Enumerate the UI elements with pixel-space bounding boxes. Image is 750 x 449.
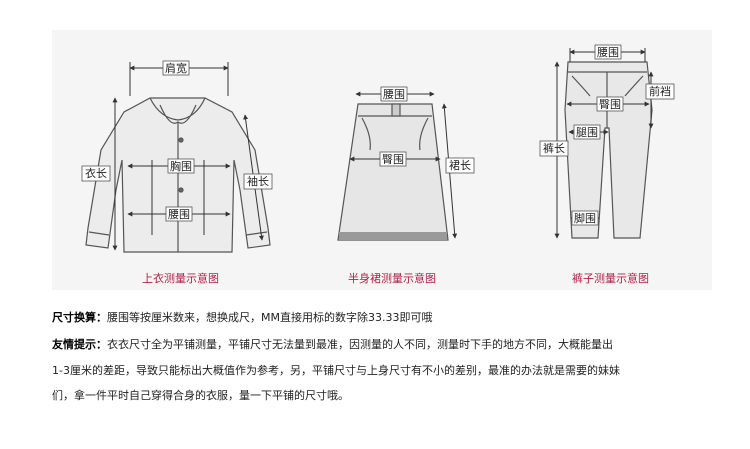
label-pants-waist: 腰围 [597, 46, 619, 59]
label-shoulder-width: 肩宽 [165, 61, 187, 75]
size-note-title: 尺寸换算： [52, 311, 107, 324]
tip-note-line1: 友情提示：衣衣尺寸全为平铺测量，平铺尺寸无法量到最准，因测量的人不同，测量时下手… [52, 338, 613, 352]
shirt-labels: 肩宽 胸围 腰围 衣长 袖长 [81, 60, 273, 222]
label-thigh: 腿围 [576, 126, 598, 139]
label-skirt-hip: 臀围 [382, 153, 404, 166]
tip-note-line3: 们，拿一件平时自己穿得合身的衣服，量一下平铺的尺寸哦。 [52, 389, 349, 402]
caption-skirt: 半身裙测量示意图 [348, 272, 436, 285]
label-skirt-length: 裙长 [449, 159, 471, 172]
label-leg-opening: 脚围 [574, 211, 596, 225]
tip-note-text-1: 衣衣尺寸全为平铺测量，平铺尺寸无法量到最准，因测量的人不同，测量时下手的地方不同… [107, 338, 613, 351]
tip-note-line2: 1-3厘米的差距，导致只能标出大概值作为参考，另，平铺尺寸与上身尺寸有不小的差别… [52, 364, 620, 377]
label-pants-hip: 臀围 [599, 98, 621, 111]
label-front-rise: 前裆 [649, 84, 671, 98]
shirt-diagram [85, 97, 271, 253]
tip-note-title: 友情提示： [52, 338, 107, 351]
label-sleeve: 袖长 [247, 174, 269, 188]
measurement-diagrams: 肩宽 胸围 腰围 衣长 袖长 腰围 [81, 44, 675, 253]
caption-top: 上衣测量示意图 [142, 272, 219, 285]
size-note-text: 腰围等按厘米数来，想换成尺，MM直接用标的数字除33.33即可哦 [107, 311, 433, 324]
label-skirt-waist: 腰围 [383, 88, 405, 101]
size-conversion-note: 尺寸换算：腰围等按厘米数来，想换成尺，MM直接用标的数字除33.33即可哦 [52, 311, 432, 325]
label-waist: 腰围 [168, 208, 190, 221]
label-chest: 胸围 [170, 159, 192, 173]
caption-pants: 裤子测量示意图 [572, 272, 649, 285]
pants-labels: 腰围 臀围 前裆 裤长 腿围 脚围 [539, 44, 675, 226]
skirt-diagram [337, 103, 449, 241]
label-length: 衣长 [85, 166, 107, 180]
label-pants-length: 裤长 [543, 141, 565, 155]
skirt-labels: 腰围 臀围 裙长 [379, 86, 475, 174]
